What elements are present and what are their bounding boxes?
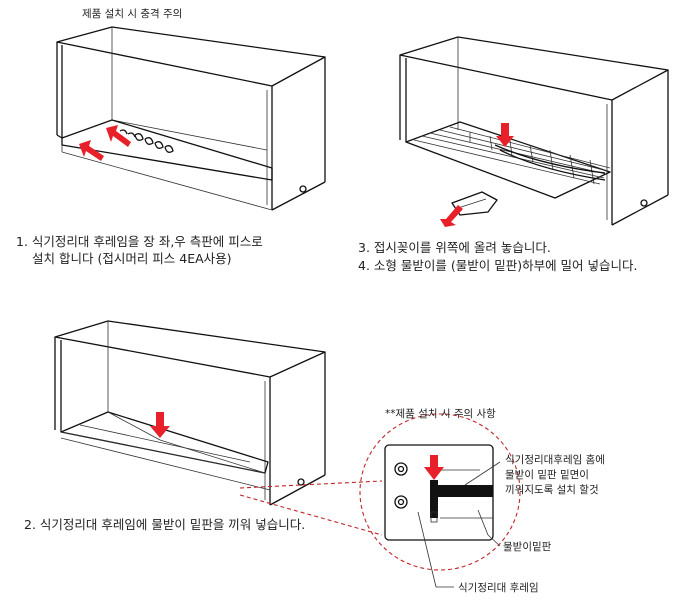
red-arrow-icon [440, 205, 463, 227]
red-arrow-icon [496, 123, 514, 147]
step4-text: 4. 소형 물받이를 (물받이 밑판)하부에 밀어 넣습니다. [358, 258, 638, 273]
detail-caution-note: **제품 설치 시 주의 사항 [385, 408, 496, 420]
red-arrow-icon [106, 125, 131, 147]
cabinet-step1-illustration [56, 26, 326, 211]
step2-text: 2. 식기정리대 후레임에 물받이 밑판을 끼워 넣습니다. [24, 517, 306, 532]
red-arrow-icon [424, 455, 444, 480]
cabinet-step3-illustration [399, 36, 669, 226]
detail-callout-lines [239, 413, 521, 571]
step3-text: 3. 접시꽂이를 위쪽에 올려 놓습니다. [358, 240, 551, 255]
groove-label-line2: 물받이 밑판 밑면이 [505, 469, 589, 481]
detail-leader-lines [417, 461, 501, 588]
red-arrow-icon [79, 140, 104, 161]
red-arrow-icon [150, 412, 170, 438]
top-caution-note: 제품 설치 시 충격 주의 [82, 8, 183, 20]
water-tray-plate-label: 물받이밑판 [503, 541, 552, 553]
step1-text-line1: 1. 식기정리대 후레임을 장 좌,우 측판에 피스로 [16, 234, 263, 249]
groove-label-line1: 식기정리대후레임 홈에 [505, 454, 605, 466]
groove-label-line3: 끼워지도록 설치 할것 [505, 484, 599, 496]
rack-frame-label: 식기정리대 후레임 [458, 582, 539, 594]
detail-view-illustration [384, 444, 494, 541]
step1-text-line2: 설치 합니다 (접시머리 피스 4EA사용) [32, 251, 232, 266]
cabinet-step2-illustration [54, 320, 326, 506]
